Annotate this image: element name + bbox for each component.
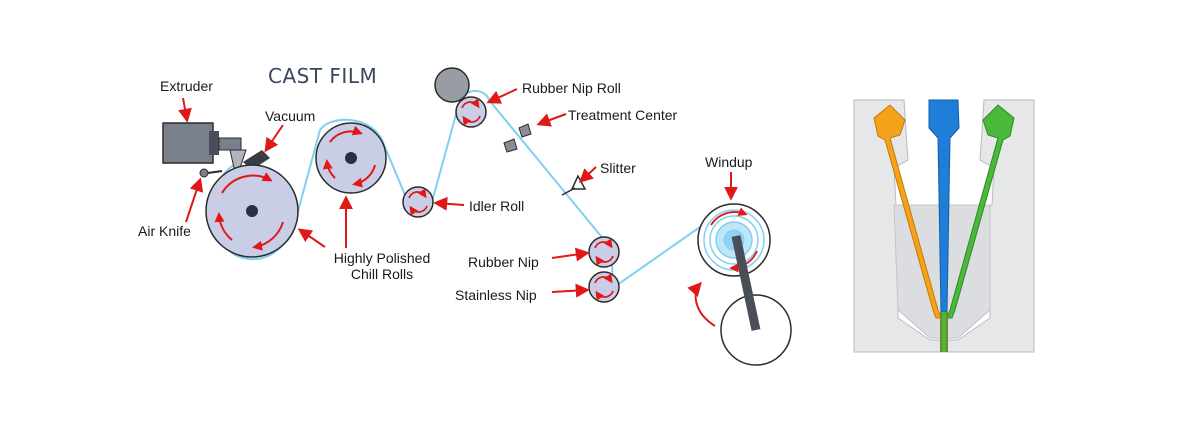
stainless-nip-label: Stainless Nip	[455, 287, 537, 303]
rubber-nip-roll	[455, 96, 487, 128]
idler-roll	[402, 186, 434, 218]
chill-rolls-label-line2: Chill Rolls	[350, 266, 414, 282]
coextrusion-nozzle-cross-section	[853, 99, 1035, 353]
top-pressure-roll	[434, 67, 470, 103]
windup-roll	[687, 203, 792, 366]
stainless-nip	[588, 271, 620, 303]
vacuum-label: Vacuum	[265, 108, 316, 124]
treatment-center-icon	[503, 123, 532, 153]
air-knife-label: Air Knife	[138, 223, 191, 239]
label-arrows	[178, 88, 738, 298]
rubber-nip-roll-label: Rubber Nip Roll	[522, 80, 621, 96]
air-knife-icon	[199, 168, 223, 178]
extruder-label: Extruder	[160, 78, 213, 94]
diagram-title: CAST FILM	[268, 64, 378, 88]
rubber-nip	[588, 236, 620, 268]
idler-roll-label: Idler Roll	[469, 198, 525, 214]
treatment-center-label: Treatment Center	[568, 107, 678, 123]
extruder-icon	[162, 122, 247, 169]
chill-rolls-label-line1: Highly Polished	[333, 250, 431, 266]
main-chill-roll	[205, 164, 299, 258]
second-chill-roll	[315, 122, 387, 194]
slitter-label: Slitter	[600, 160, 636, 176]
windup-label: Windup	[705, 154, 753, 170]
rubber-nip-label: Rubber Nip	[468, 254, 539, 270]
